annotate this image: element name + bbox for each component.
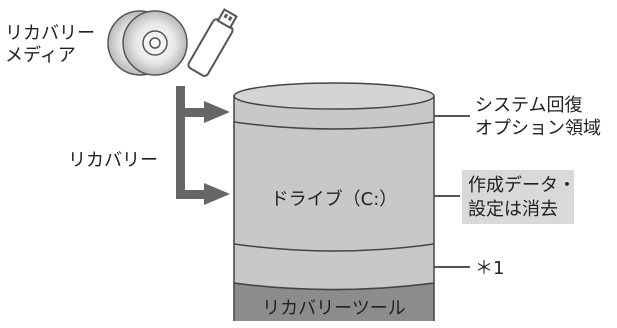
recovery-arrows bbox=[176, 86, 230, 205]
drive-label: ドライブ（C:） bbox=[271, 188, 398, 210]
disk-cylinder bbox=[233, 82, 435, 291]
recovery-label: リカバリー bbox=[68, 150, 158, 171]
media-label-line1: リカバリー bbox=[5, 23, 95, 44]
system-area-line1: システム回復 bbox=[475, 95, 582, 116]
data-note-box bbox=[462, 170, 574, 224]
recovery-tool-label: リカバリーツール bbox=[262, 298, 406, 319]
data-note-line2: 設定は消去 bbox=[468, 199, 558, 220]
data-note-line1: 作成データ・ bbox=[468, 175, 576, 196]
usb-drive-icon bbox=[187, 8, 238, 77]
system-area-line2: オプション領域 bbox=[475, 118, 601, 139]
footnote-label: ＊1 bbox=[475, 258, 504, 279]
disc-icon bbox=[107, 10, 188, 76]
media-label-line2: メディア bbox=[5, 45, 76, 66]
